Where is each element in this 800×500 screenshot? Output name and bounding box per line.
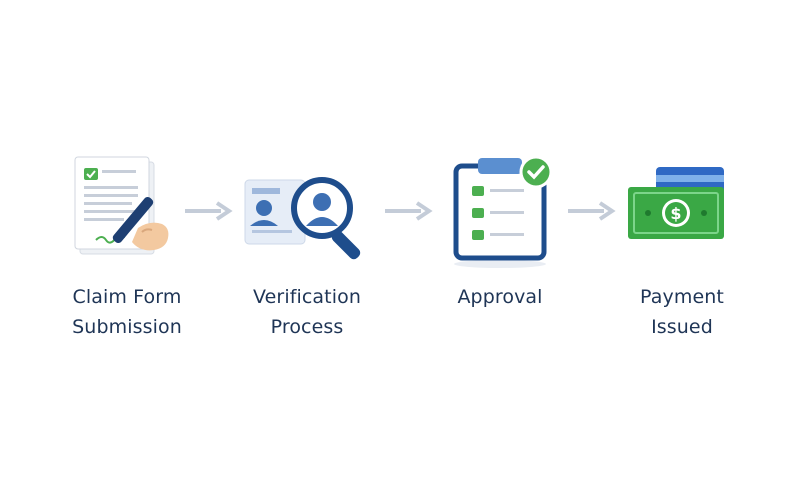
step-label-line: Verification	[253, 286, 361, 308]
claim-form-icon	[74, 156, 169, 255]
step-label-line: Process	[270, 316, 344, 338]
verification-search-icon	[244, 177, 361, 260]
arrow-1	[185, 201, 233, 221]
step-label-line: Payment	[640, 286, 724, 308]
step-label-verification: Verification Process	[222, 282, 392, 342]
svg-text:$: $	[670, 204, 681, 223]
step-label-line: Submission	[72, 316, 182, 338]
payment-money-icon: $	[628, 167, 724, 239]
step-label-line: Approval	[457, 286, 543, 308]
step-label-claim-form: Claim Form Submission	[42, 282, 212, 342]
step-label-line: Issued	[651, 316, 713, 338]
arrow-3	[568, 201, 616, 221]
arrow-2	[385, 201, 433, 221]
step-label-payment: Payment Issued	[597, 282, 767, 342]
step-label-line: Claim Form	[72, 286, 182, 308]
approval-clipboard-icon	[453, 155, 553, 268]
step-label-approval: Approval	[415, 282, 585, 312]
